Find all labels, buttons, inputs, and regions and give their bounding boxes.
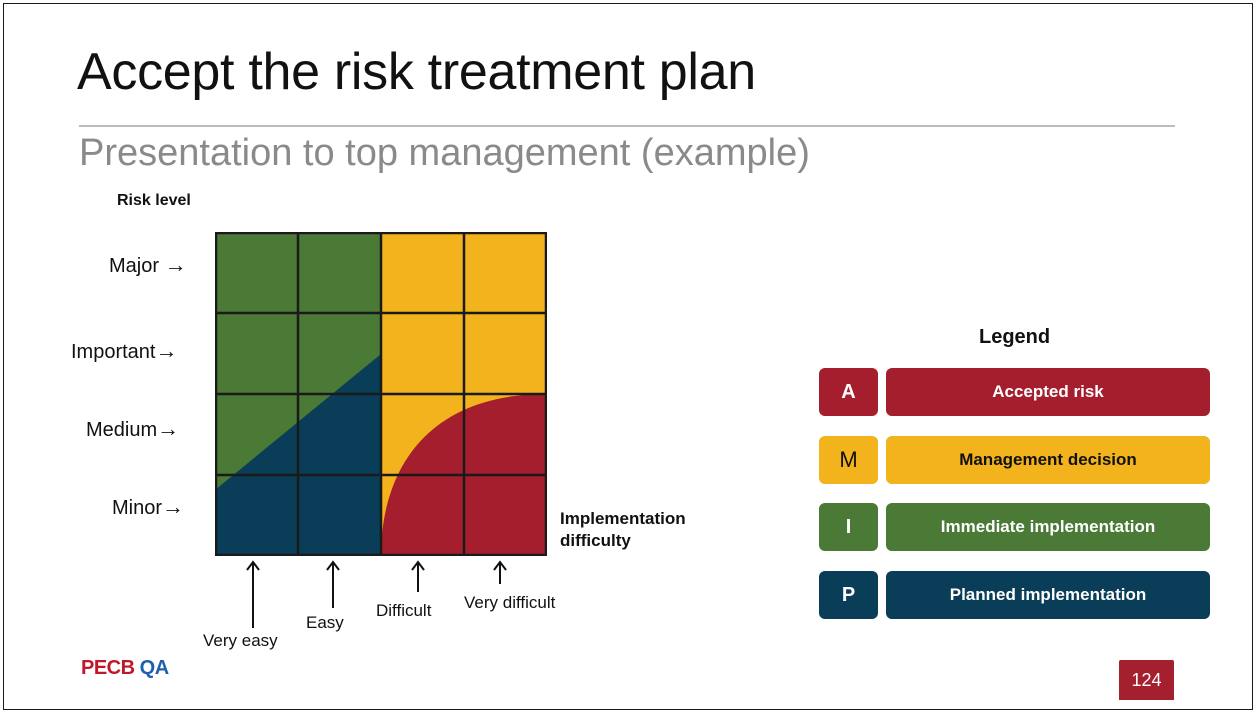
legend-key: I (819, 503, 878, 551)
legend-item-planned: P Planned implementation (819, 571, 1211, 619)
row-label-important: Important→ (71, 338, 177, 364)
x-axis-title: Implementation difficulty (560, 508, 686, 552)
up-arrow-icon (326, 560, 340, 608)
legend-item-immediate: I Immediate implementation (819, 503, 1211, 551)
y-axis-title: Risk level (117, 192, 191, 209)
legend-label: Immediate implementation (886, 503, 1210, 551)
legend-label: Management decision (886, 436, 1210, 484)
matrix-grid (215, 232, 547, 556)
row-label-minor: Minor→ (112, 494, 184, 520)
slide: Accept the risk treatment plan Presentat… (3, 3, 1253, 710)
right-arrow-icon: → (157, 416, 180, 441)
logo-text-qa: QA (139, 657, 170, 679)
right-arrow-icon: → (164, 252, 187, 277)
legend-key: A (819, 368, 878, 416)
col-label-very-difficult: Very difficult (464, 593, 556, 612)
pecb-logo: PECB QA (81, 657, 169, 680)
slide-subtitle: Presentation to top management (example) (79, 132, 810, 174)
up-arrow-icon (411, 560, 425, 592)
col-label-very-easy: Very easy (203, 631, 278, 650)
legend-key: M (819, 436, 878, 484)
row-label-text: Major (109, 255, 160, 277)
risk-matrix (215, 232, 547, 556)
row-label-medium: Medium→ (86, 416, 179, 442)
col-label-easy: Easy (306, 613, 344, 632)
row-label-text: Minor (112, 497, 163, 519)
page-number: 124 (1119, 660, 1174, 700)
row-label-text: Important (71, 341, 156, 363)
right-arrow-icon: → (162, 494, 185, 519)
row-label-text: Medium (86, 419, 158, 441)
up-arrow-icon (493, 560, 507, 584)
title-divider (79, 125, 1175, 127)
x-axis-title-line1: Implementation (560, 509, 686, 528)
legend-key: P (819, 571, 878, 619)
col-label-difficult: Difficult (376, 601, 432, 620)
legend-item-accepted: A Accepted risk (819, 368, 1211, 416)
legend-label: Planned implementation (886, 571, 1210, 619)
slide-title: Accept the risk treatment plan (77, 43, 756, 101)
up-arrow-icon (246, 560, 260, 628)
legend-label: Accepted risk (886, 368, 1210, 416)
x-axis-title-line2: difficulty (560, 531, 631, 550)
legend-item-management: M Management decision (819, 436, 1211, 484)
logo-text-pecb: PECB (81, 657, 135, 679)
row-label-major: Major → (109, 252, 187, 278)
right-arrow-icon: → (155, 338, 178, 363)
legend-title: Legend (979, 326, 1051, 348)
